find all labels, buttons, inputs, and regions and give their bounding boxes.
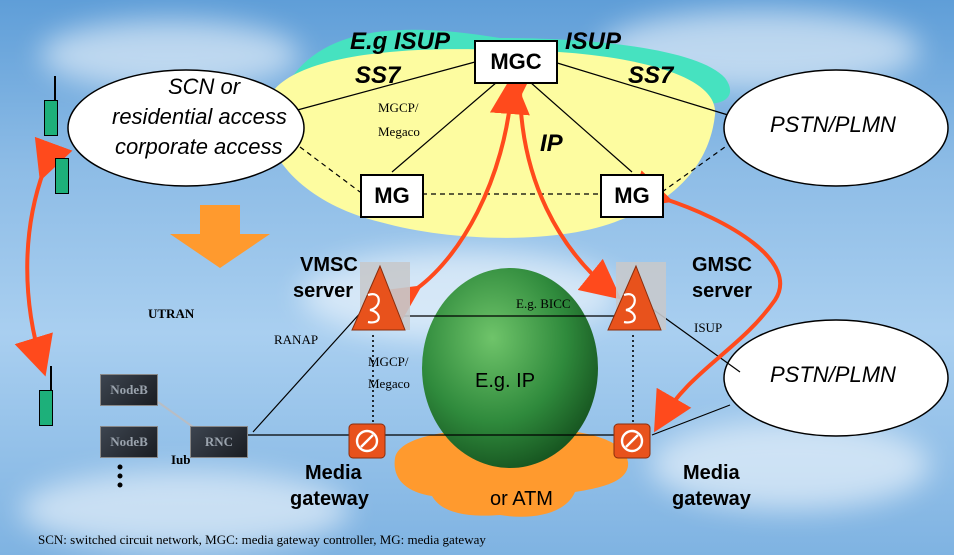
arrow-mgc-gmsc	[499, 57, 622, 300]
pstn-plmn-bottom-ellipse	[723, 319, 949, 437]
isup-top-label: ISUP	[565, 28, 622, 55]
media-gateway-left-label-line1: Media	[305, 462, 362, 484]
nodeb-2: NodeB	[100, 426, 158, 458]
media-gateway-left-label-line2: gateway	[290, 488, 369, 510]
pstn-plmn-top-label: PSTN/PLMN	[770, 112, 896, 137]
scn-ellipse	[67, 69, 305, 187]
vmsc-label-line1: VMSC	[300, 254, 358, 276]
mgcp-top-label: MGCP/	[378, 100, 419, 115]
pstn-plmn-top-ellipse	[723, 69, 949, 187]
cloud-decoration	[650, 420, 930, 510]
ss7-right-label: SS7	[628, 62, 674, 89]
scn-label-line1: SCN or	[168, 74, 241, 99]
nodeb-1: NodeB	[100, 374, 158, 406]
footnote: SCN: switched circuit network, MGC: medi…	[38, 532, 486, 547]
utran-label: UTRAN	[148, 306, 195, 321]
ss7-left-label: SS7	[355, 62, 401, 89]
big-down-arrow	[170, 205, 270, 268]
ip-sphere	[422, 268, 598, 468]
or-atm-label: or ATM	[490, 488, 553, 510]
ip-label: IP	[540, 130, 563, 157]
iub-label: Iub	[171, 452, 191, 467]
mgcp-mid-label: MGCP/	[368, 354, 409, 369]
arrow-handsets	[14, 136, 73, 377]
scn-label-line2: residential access	[112, 104, 287, 129]
mgc-box: MGC	[474, 40, 558, 84]
gmsc-label-line2: server	[692, 280, 753, 302]
atm-blob	[394, 428, 629, 517]
handset-icon	[39, 390, 53, 426]
media-gateway-right-label-line1: Media	[683, 462, 740, 484]
handset-icon	[55, 158, 69, 194]
eg-ip-label: E.g. IP	[475, 370, 536, 392]
handset-antenna	[54, 76, 56, 100]
pstn-plmn-bottom-label: PSTN/PLMN	[770, 362, 896, 387]
arrow-mg-mediagw	[629, 170, 783, 433]
mg-left-box: MG	[360, 174, 424, 218]
vmsc-label-line2: server	[293, 280, 354, 302]
handset-icon	[44, 100, 58, 136]
scn-label-line3: corporate access	[115, 134, 283, 159]
megaco-mid-label: Megaco	[368, 376, 410, 391]
cloud-decoration	[20, 470, 350, 550]
gmsc-label-line1: GMSC	[692, 254, 752, 276]
mg-right-box: MG	[600, 174, 664, 218]
ranap-label: RANAP	[274, 332, 319, 347]
handset-antenna	[50, 366, 52, 390]
rnc-box: RNC	[190, 426, 248, 458]
bicc-label: E.g. BICC	[516, 296, 571, 311]
megaco-top-label: Megaco	[378, 124, 420, 139]
eg-isup-label: E.g ISUP	[350, 28, 451, 55]
media-gateway-right-label-line2: gateway	[672, 488, 751, 510]
isup-right-label: ISUP	[694, 320, 723, 335]
